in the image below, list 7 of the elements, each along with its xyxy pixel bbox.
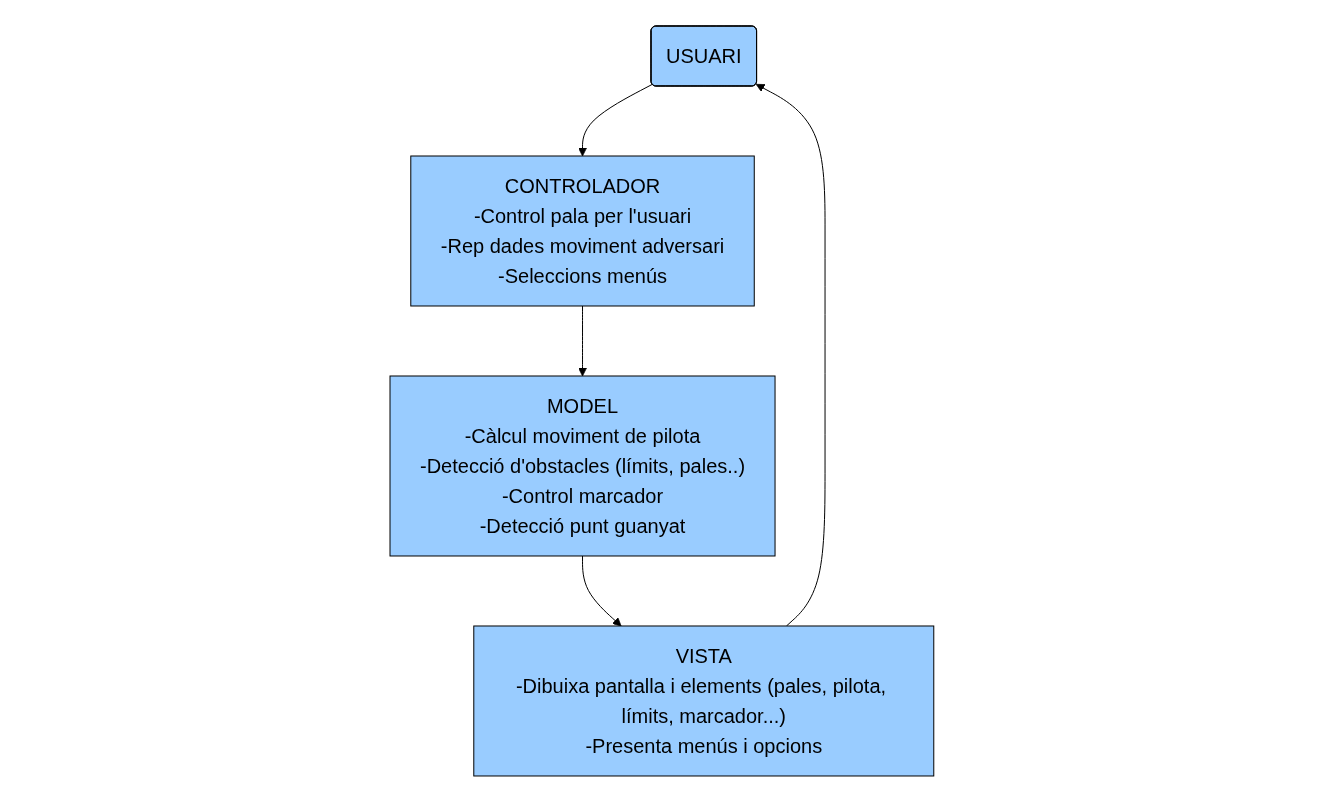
arrow xyxy=(581,555,622,627)
node-box: CONTROLADOR -Control pala per l'usuari -Rep dades moviment adversari -Seleccions menús xyxy=(409,155,755,307)
arrow xyxy=(577,83,653,157)
node-box: VISTA -Dibuixa pantalla i elements (pales, pilota, límits, marcador...) -Presenta menús i opcions xyxy=(472,625,934,777)
arrow xyxy=(577,305,587,377)
arrow xyxy=(755,83,826,627)
node-box: MODEL -Càlcul moviment de pilota -Detecció d'obstacles (límits, pales..) -Control marcador -Detecció punt guanyat xyxy=(389,375,776,557)
